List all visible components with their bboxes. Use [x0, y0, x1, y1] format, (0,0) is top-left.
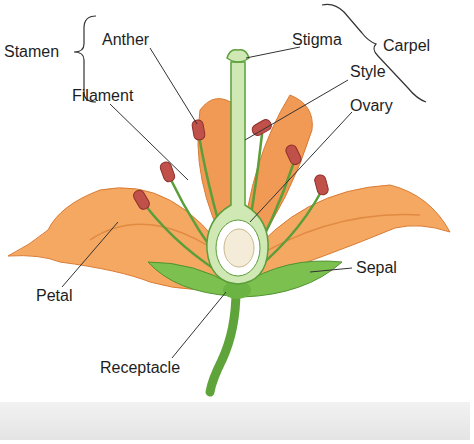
ovule — [224, 229, 254, 267]
stigma — [227, 50, 249, 62]
leader-lines — [62, 47, 352, 358]
gray-bar — [0, 402, 470, 440]
part-label: Style — [350, 62, 386, 81]
part-label: Stamen — [4, 42, 59, 61]
part-label: Anther — [102, 30, 149, 49]
pistil — [207, 62, 268, 284]
part-label: Receptacle — [100, 358, 180, 377]
part-label: Stigma — [292, 30, 342, 49]
part-label: Ovary — [350, 96, 393, 115]
part-label: Carpel — [383, 36, 430, 55]
petal — [245, 185, 450, 282]
part-label: Sepal — [356, 258, 397, 277]
part-label: Petal — [36, 286, 72, 305]
ovary-cavity — [216, 220, 260, 276]
part-label: Filament — [72, 86, 133, 105]
stem — [210, 290, 236, 392]
